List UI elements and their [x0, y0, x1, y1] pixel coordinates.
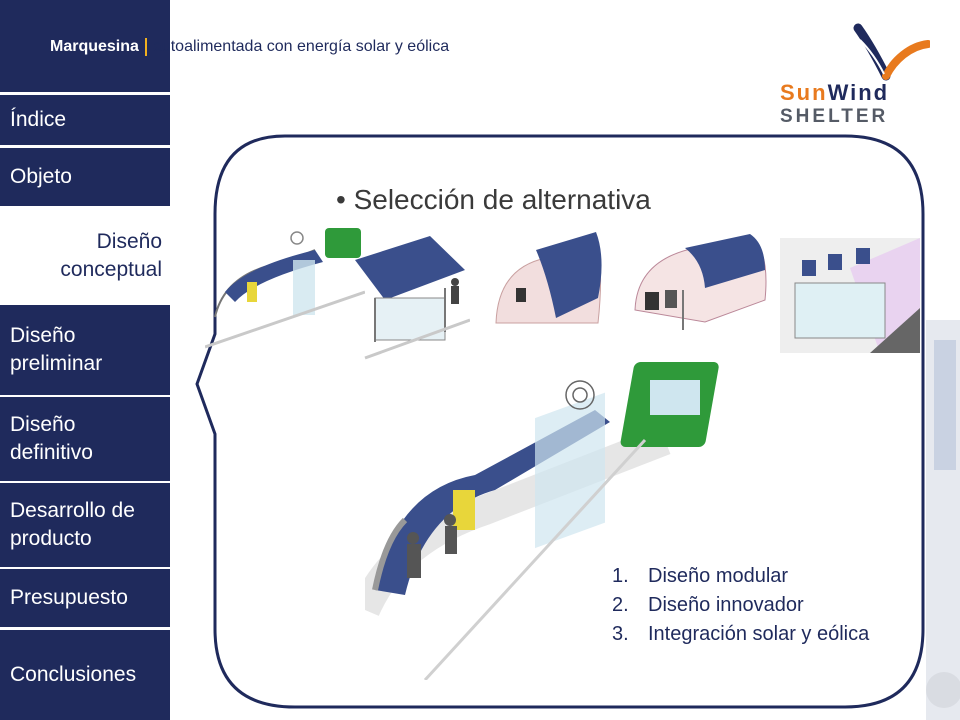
sidebar: Índice Objeto Diseño conceptual Diseño p… — [0, 0, 170, 720]
alternative-4-image[interactable] — [625, 230, 775, 340]
alternative-3-image[interactable] — [486, 228, 611, 338]
logo-text-line2: SHELTER — [780, 106, 889, 127]
sidebar-item-label: Desarrollo de producto — [10, 499, 135, 550]
sidebar-item-label: Diseño preliminar — [10, 324, 103, 375]
page-title-bold: Marquesina — [50, 38, 139, 56]
sidebar-item-diseno-preliminar[interactable]: Diseño preliminar — [0, 305, 170, 395]
list-item: 3.Integración solar y eólica — [612, 623, 870, 645]
sidebar-item-objeto[interactable]: Objeto — [0, 148, 170, 206]
sidebar-item-desarrollo-producto[interactable]: Desarrollo de producto — [0, 483, 170, 567]
features-list: 1.Diseño modular 2.Diseño innovador 3.In… — [612, 562, 869, 649]
title-separator — [144, 38, 147, 56]
section-heading: • Selección de alternativa — [336, 184, 651, 215]
sidebar-item-conclusiones[interactable]: Conclusiones — [0, 630, 170, 720]
main-shelter-render — [365, 362, 719, 680]
sidebar-item-label: Objeto — [10, 165, 72, 188]
list-item: 2.Diseño innovador — [612, 594, 804, 616]
sidebar-item-label: Diseño definitivo — [10, 413, 93, 464]
sidebar-item-label: Índice — [10, 108, 67, 131]
sunwind-logo: SunWind SHELTER — [770, 20, 932, 132]
sidebar-item-label: Diseño conceptual — [60, 229, 162, 281]
list-item: 1.Diseño modular — [612, 565, 789, 587]
sidebar-item-diseno-definitivo[interactable]: Diseño definitivo — [0, 397, 170, 481]
sidebar-item-indice[interactable]: Índice — [0, 95, 170, 145]
alternative-5-image[interactable] — [780, 238, 920, 353]
sidebar-item-label: Presupuesto — [10, 586, 128, 609]
background-bus-decoration — [926, 320, 960, 720]
page-title: Marquesina autoalimentada con energía sol… — [50, 38, 449, 56]
sidebar-item-presupuesto[interactable]: Presupuesto — [0, 569, 170, 627]
logo-swoosh-icon — [853, 23, 932, 81]
sidebar-item-diseno-conceptual[interactable]: Diseño conceptual — [0, 208, 170, 303]
page-title-rest: autoalimentada con energía solar y eólic… — [152, 38, 450, 56]
sidebar-header-block — [0, 0, 170, 92]
alternative-2-image[interactable] — [345, 230, 470, 360]
sidebar-item-label: Conclusiones — [10, 663, 137, 686]
alternative-1-image[interactable] — [205, 222, 365, 357]
logo-text-line1: SunWind — [780, 80, 890, 105]
